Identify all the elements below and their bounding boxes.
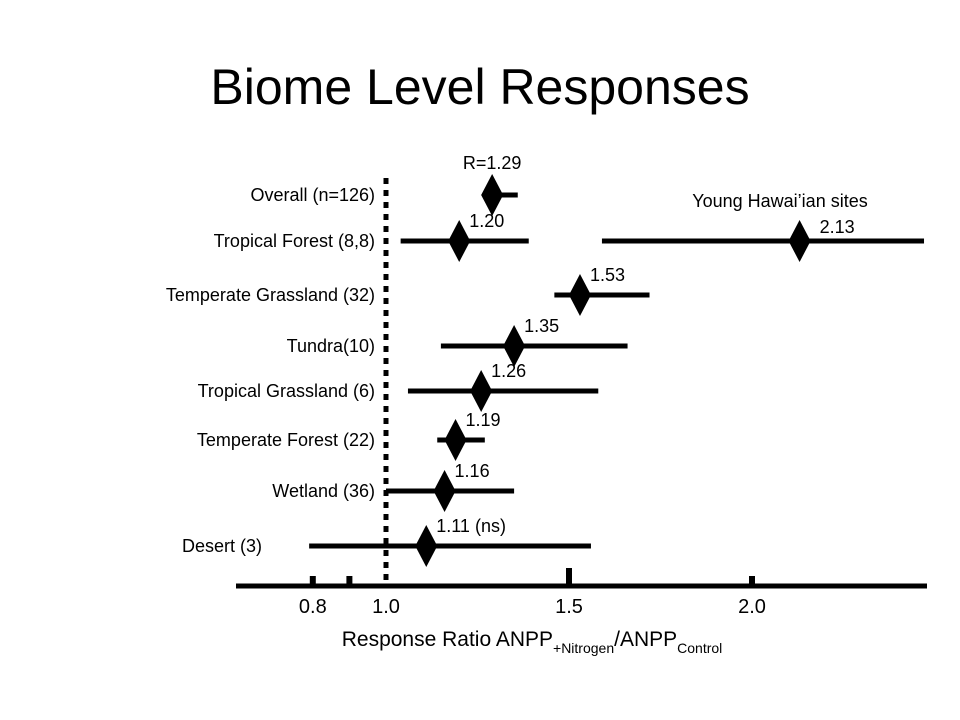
extra-series-group: Young Hawai’ian sites 2.13 <box>601 191 925 262</box>
forest-row: Tropical Forest (8,8) 1.20 <box>214 211 529 262</box>
extra-group-label: Young Hawai’ian sites <box>692 191 867 211</box>
extra-value-label: 2.13 <box>820 217 855 237</box>
value-label: R=1.29 <box>463 153 522 173</box>
estimate-diamond <box>503 325 526 367</box>
slide-title: Biome Level Responses <box>210 59 750 115</box>
value-label: 1.26 <box>491 361 526 381</box>
forest-row: Desert (3) 1.11 (ns) <box>182 516 591 567</box>
row-label: Tropical Forest (8,8) <box>214 231 375 251</box>
value-label: 1.19 <box>466 410 501 430</box>
forest-row: Overall (n=126) R=1.29 <box>250 153 521 216</box>
row-label: Tropical Grassland (6) <box>198 381 375 401</box>
row-label: Temperate Forest (22) <box>197 430 375 450</box>
value-label: 1.20 <box>469 211 504 231</box>
row-label: Desert (3) <box>182 536 262 556</box>
x-tick-label: 0.8 <box>299 596 327 618</box>
estimate-diamond <box>448 220 471 262</box>
value-label: 1.35 <box>524 316 559 336</box>
row-label: Wetland (36) <box>272 481 375 501</box>
x-axis-title-sub2: Control <box>677 640 722 656</box>
x-axis-title-main: Response Ratio ANPP <box>342 628 553 651</box>
forest-row: Wetland (36) 1.16 <box>272 461 515 512</box>
x-axis-title: Response Ratio ANPP+Nitrogen/ANPPControl <box>342 628 723 656</box>
x-axis-title-sub1: +Nitrogen <box>553 640 614 656</box>
forest-row: Tropical Grassland (6) 1.26 <box>198 361 599 412</box>
estimate-diamond <box>470 370 493 412</box>
x-axis: 0.8 1.0 1.5 2.0 <box>236 568 927 618</box>
value-label: 1.11 (ns) <box>436 516 506 536</box>
value-label: 1.53 <box>590 265 625 285</box>
row-label: Overall (n=126) <box>250 185 375 205</box>
value-label: 1.16 <box>455 461 490 481</box>
estimate-diamond <box>568 274 591 316</box>
x-tick-label: 2.0 <box>738 596 766 618</box>
estimate-diamond <box>444 419 467 461</box>
x-tick-label: 1.5 <box>555 596 583 618</box>
x-axis-title-mid: /ANPP <box>614 628 677 651</box>
estimate-diamond <box>481 174 504 216</box>
estimate-diamond <box>433 470 456 512</box>
estimate-diamond <box>788 220 811 262</box>
forest-row: Tundra(10) 1.35 <box>287 316 628 367</box>
forest-row: Temperate Forest (22) 1.19 <box>197 410 501 461</box>
row-label: Tundra(10) <box>287 336 375 356</box>
estimate-diamond <box>415 525 438 567</box>
row-label: Temperate Grassland (32) <box>166 285 375 305</box>
forest-row: Temperate Grassland (32) 1.53 <box>166 265 650 316</box>
x-tick-label: 1.0 <box>372 596 400 618</box>
